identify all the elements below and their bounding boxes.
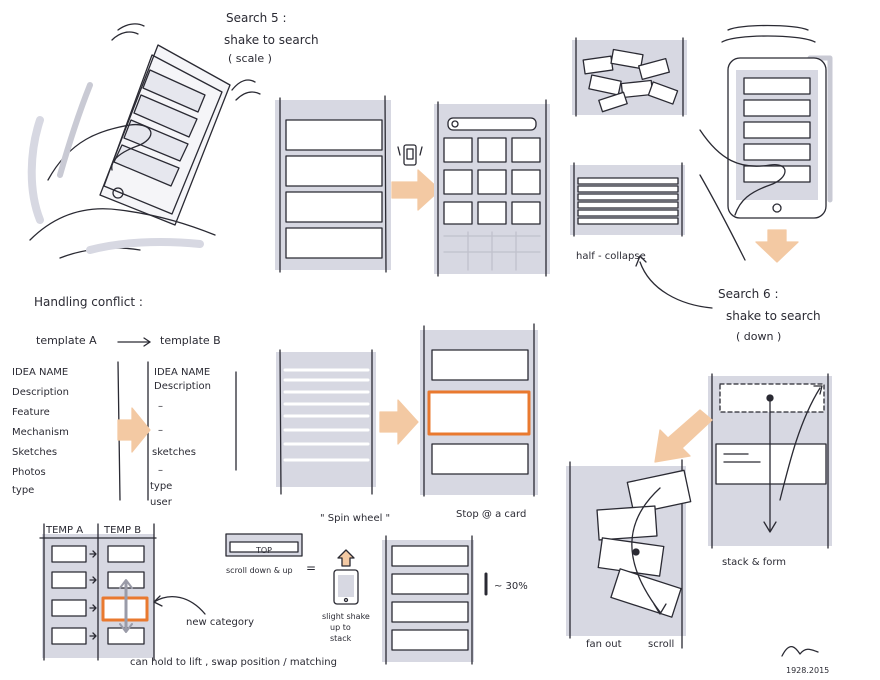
list-b-item: – (158, 400, 163, 413)
phone-shake-down-sketch (700, 26, 830, 263)
stop-card-note: Stop @ a card (456, 508, 526, 521)
search6-line1: shake to search (726, 310, 821, 323)
search5-line2: ( scale ) (228, 52, 272, 65)
half-collapse-label: half - collapse (576, 250, 646, 263)
hold-swap-note: can hold to lift , swap position / match… (130, 656, 337, 669)
thirty-percent-note: ~ 30% (494, 580, 528, 593)
signature-date: 1928.2015 (786, 664, 829, 677)
handling-conflict-sketch (118, 338, 236, 500)
list-a-item: Sketches (12, 446, 57, 459)
top-bar-label: TOP (256, 544, 272, 557)
handling-title: Handling conflict : (34, 296, 143, 309)
template-table (40, 524, 205, 660)
stack-arrow (380, 400, 418, 444)
list-b-item: – (158, 464, 163, 477)
list-a-item: Mechanism (12, 426, 69, 439)
spin-wheel-note: " Spin wheel " (320, 512, 390, 525)
template-a-label: template A (36, 334, 97, 347)
equals-sign: = (306, 562, 316, 575)
phone-shake-sketch (30, 24, 260, 258)
list-a-item: Feature (12, 406, 50, 419)
list-b-item: user (150, 496, 172, 509)
list-a-item: type (12, 484, 34, 497)
slight-shake-note: stack (330, 632, 351, 645)
fan-out-arrow (655, 410, 712, 462)
fan-out-screen (566, 460, 691, 648)
half-collapse-sketch (570, 163, 712, 308)
scroll-label: scroll (648, 638, 674, 651)
list-a-item: Photos (12, 466, 46, 479)
new-category-note: new category (186, 616, 254, 629)
list-a-item: Description (12, 386, 69, 399)
search5-grid-screen (434, 100, 550, 276)
search5-arrow (392, 145, 440, 210)
list-b-item: type (150, 480, 172, 493)
mini-phone-shake (334, 550, 358, 604)
search5-line1: shake to search (224, 34, 319, 47)
search5-list-screen (275, 96, 391, 272)
messy-cards-sketch (572, 38, 687, 116)
template-b-label: template B (160, 334, 221, 347)
search5-title: Search 5 : (226, 12, 287, 25)
list-b-item: – (158, 424, 163, 437)
stack-lines-screen (276, 350, 376, 494)
search6-line2: ( down ) (736, 330, 781, 343)
list-b-item: IDEA NAME (154, 366, 210, 379)
list-a-item: IDEA NAME (12, 366, 68, 379)
list-b-item: Description (154, 380, 211, 393)
signature-scribble (782, 647, 818, 656)
list-b-item: sketches (152, 446, 196, 459)
scroll-down-up-note: scroll down & up (226, 564, 293, 577)
highlight-card-screen (420, 324, 538, 496)
fan-out-label: fan out (586, 638, 622, 651)
table-col-b: TEMP B (104, 524, 141, 537)
stack-form-label: stack & form (722, 556, 786, 569)
stack-form-screen (708, 374, 832, 548)
table-col-a: TEMP A (46, 524, 83, 537)
spin-wheel-screen (382, 536, 486, 664)
search6-title: Search 6 : (718, 288, 779, 301)
